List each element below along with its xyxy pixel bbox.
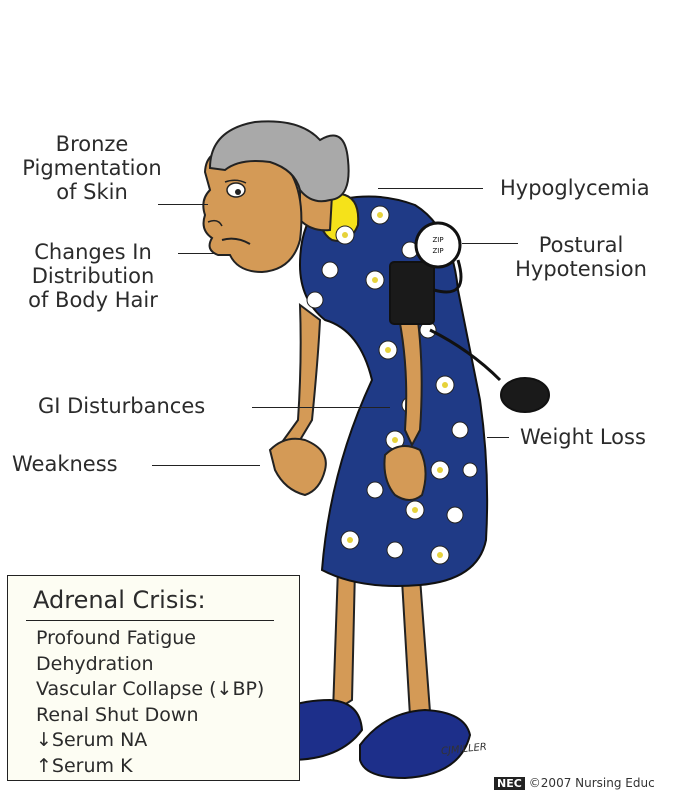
- crisis-item: Renal Shut Down: [36, 703, 264, 729]
- leader-gi: [252, 407, 390, 408]
- label-body-hair: Changes In Distribution of Body Hair: [12, 240, 174, 312]
- label-hypoglycemia: Hypoglycemia: [500, 176, 650, 200]
- adrenal-crisis-box: Adrenal Crisis: Profound Fatigue Dehydra…: [7, 575, 300, 781]
- label-body-hair-line1: Changes In: [12, 240, 174, 264]
- label-gi-disturbances: GI Disturbances: [38, 394, 205, 418]
- publisher-logo: NEC: [494, 777, 525, 790]
- label-body-hair-line3: of Body Hair: [12, 288, 174, 312]
- leader-weakness: [152, 465, 260, 466]
- gauge-text-1: ZIP: [432, 236, 443, 244]
- label-weakness: Weakness: [12, 452, 118, 476]
- left-hand: [270, 439, 326, 495]
- crisis-item: Vascular Collapse (↓BP): [36, 677, 264, 703]
- label-bronze-line2: Pigmentation: [8, 156, 176, 180]
- leader-bronze: [158, 204, 208, 205]
- label-postural-hypotension: Postural Hypotension: [502, 233, 660, 281]
- label-postural-line2: Hypotension: [502, 257, 660, 281]
- left-leg: [333, 568, 355, 712]
- bp-cuff: [390, 262, 434, 324]
- crisis-item: ↑Serum K: [36, 754, 264, 780]
- copyright-credit: NEC ©2007 Nursing Educ: [494, 776, 655, 790]
- bp-bulb: [501, 378, 549, 412]
- label-weight-loss: Weight Loss: [520, 425, 646, 449]
- leader-hypoglycemia: [378, 188, 483, 189]
- gauge-text-2: ZIP: [432, 247, 443, 255]
- copyright-text: ©2007 Nursing Educ: [529, 776, 655, 790]
- label-body-hair-line2: Distribution: [12, 264, 174, 288]
- right-leg: [402, 578, 430, 716]
- adrenal-crisis-divider: [26, 620, 274, 621]
- crisis-item: ↓Serum NA: [36, 728, 264, 754]
- adrenal-crisis-title: Adrenal Crisis:: [33, 586, 206, 614]
- crisis-item: Profound Fatigue: [36, 626, 264, 652]
- crisis-item: Dehydration: [36, 652, 264, 678]
- label-bronze-pigmentation: Bronze Pigmentation of Skin: [8, 132, 176, 204]
- label-bronze-line1: Bronze: [8, 132, 176, 156]
- leader-weight-loss: [487, 437, 509, 438]
- label-postural-line1: Postural: [502, 233, 660, 257]
- left-arm: [280, 305, 320, 455]
- label-bronze-line3: of Skin: [8, 180, 176, 204]
- leader-body-hair: [178, 253, 216, 254]
- bp-gauge: [416, 223, 460, 267]
- adrenal-crisis-list: Profound Fatigue Dehydration Vascular Co…: [36, 626, 264, 779]
